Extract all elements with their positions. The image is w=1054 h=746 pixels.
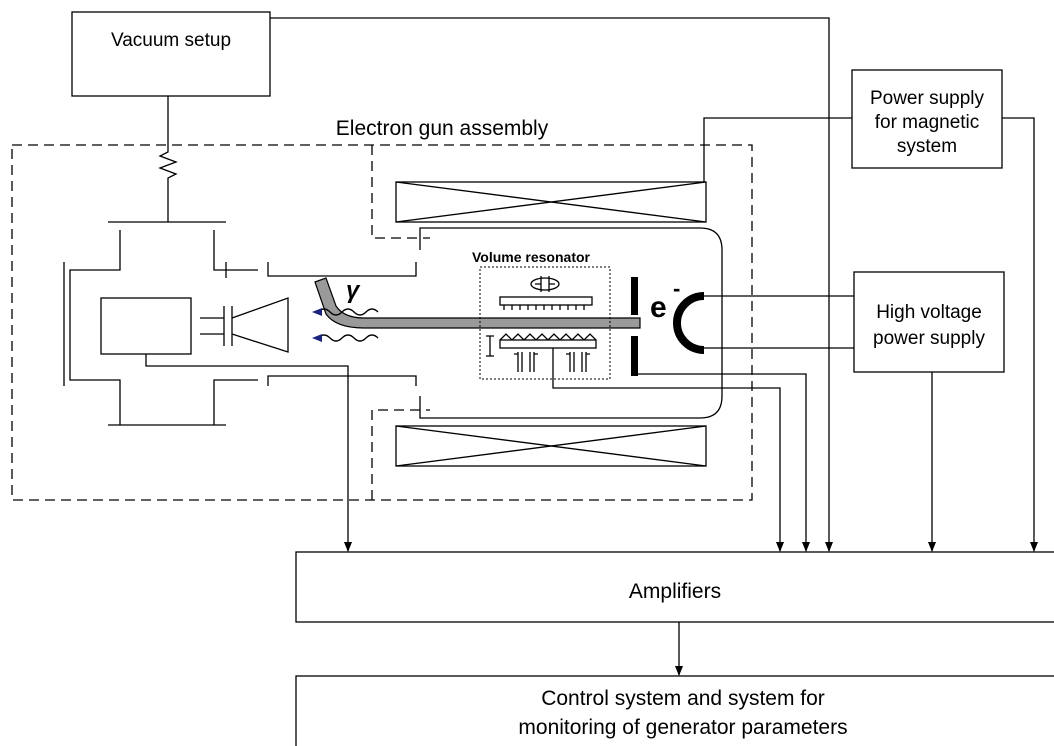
drift-tube [419,227,723,419]
electron-symbol: e [650,291,667,324]
volume-resonator-label: Volume resonator [472,249,591,265]
target-block [100,297,192,355]
gamma-symbol: γ [346,277,361,304]
control-system-line-1: Control system and system for [541,687,825,710]
electron-gun-assembly-label: Electron gun assembly [336,117,549,140]
magnetic-power-supply-line-2: for magnetic [875,112,980,133]
electron-charge: - [673,276,680,301]
magnetic-power-supply-block: Power supply for magnetic system [851,69,1003,169]
vacuum-chamber [63,221,417,426]
vacuum-setup-label: Vacuum setup [111,30,231,51]
volume-resonator: Volume resonator [472,249,611,380]
vacuum-valve [158,96,178,222]
gamma-radiation: γ [312,277,379,342]
amplifiers-label: Amplifiers [629,580,721,603]
vacuum-setup-block: Vacuum setup [71,11,271,97]
high-voltage-line-1: High voltage [876,302,982,323]
lower-magnet-coil [395,425,707,467]
high-voltage-line-2: power supply [873,328,985,349]
control-system-block: Control system and system for monitoring… [295,675,1054,746]
magnetic-power-supply-line-3: system [897,136,957,157]
electron-beam [314,277,641,329]
collimator [200,297,289,353]
high-voltage-power-supply-block: High voltage power supply [853,271,1005,373]
electron-gun-assembly-enclosure: Electron gun assembly [11,117,753,501]
upper-magnet-coil [395,181,707,223]
amplifiers-block: Amplifiers [295,551,1054,623]
magnetic-power-supply-line-1: Power supply [870,88,985,109]
control-system-line-2: monitoring of generator parameters [518,716,847,739]
connection-lines [145,17,1038,676]
electron-emitter: e - [631,276,705,376]
